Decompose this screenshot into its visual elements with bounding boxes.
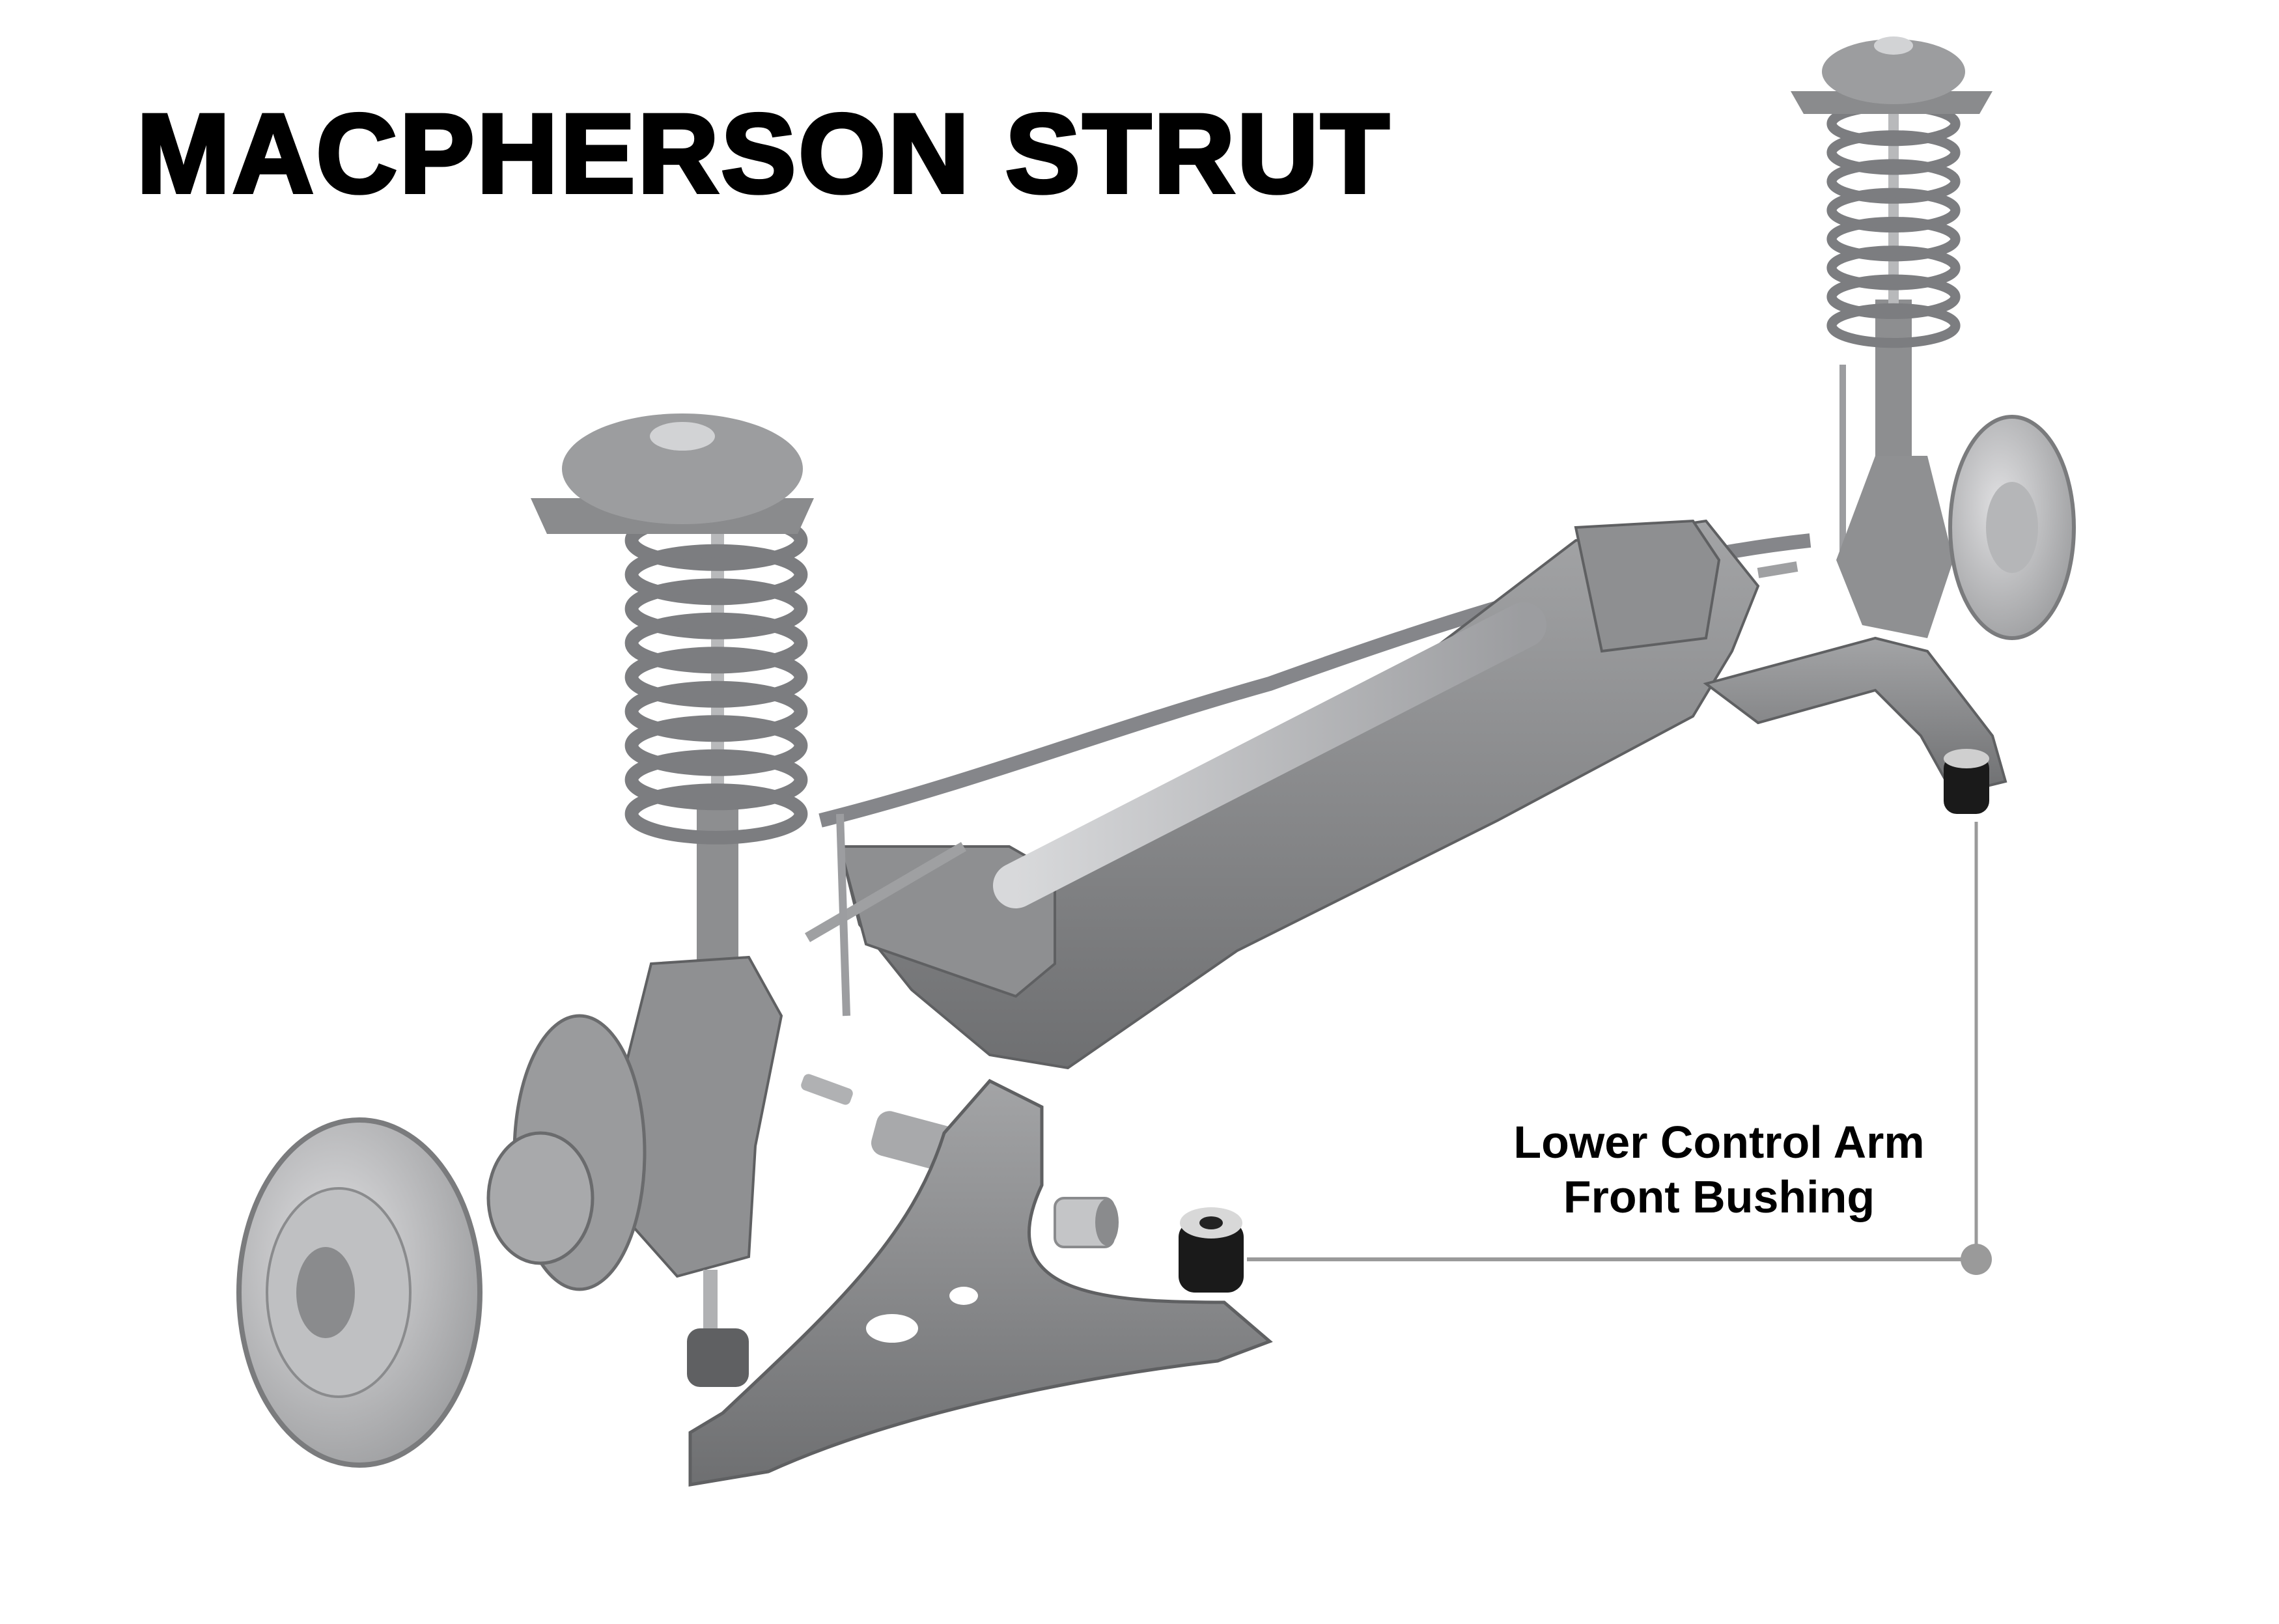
spring-coil <box>1826 216 1961 262</box>
callout-label: Lower Control Arm Front Bushing <box>1485 1115 1953 1224</box>
left-top-mount <box>562 413 803 524</box>
subframe-rear-mount <box>1574 519 1721 653</box>
left-coil-spring <box>624 510 808 845</box>
spring-coil <box>624 544 808 606</box>
right-coil-spring <box>1826 101 1961 348</box>
right-knuckle <box>1836 456 1953 638</box>
spring-coil <box>1826 130 1961 175</box>
ball-joint <box>687 1270 749 1387</box>
tie-rod-left <box>804 842 967 942</box>
bolt <box>801 1074 853 1105</box>
callout-anchor-dot <box>1961 1244 1992 1275</box>
bushing-sleeve <box>1054 1197 1119 1248</box>
spring-coil <box>1826 303 1961 348</box>
wheel-hub <box>486 1131 594 1265</box>
right-arm-bushing <box>1944 749 1989 814</box>
callout-line-2: Front Bushing <box>1563 1171 1875 1222</box>
left-sway-link <box>836 813 850 1016</box>
spring-coil <box>624 783 808 845</box>
steering-rack <box>993 602 1546 908</box>
left-strut-assembly <box>236 413 850 1468</box>
spring-coil <box>624 715 808 776</box>
left-knuckle <box>624 955 783 1278</box>
spring-coil <box>1826 159 1961 204</box>
spring-coil <box>624 578 808 639</box>
spring-coil <box>624 749 808 811</box>
spring-coil <box>624 680 808 742</box>
spring-coil <box>624 647 808 708</box>
spring-coil <box>1826 274 1961 319</box>
spring-coil <box>1826 188 1961 233</box>
control-arm-hole <box>866 1314 918 1343</box>
control-arm-hole <box>949 1287 978 1305</box>
lower-control-arm-front-bushing <box>1179 1207 1244 1293</box>
spring-coil <box>624 612 808 674</box>
callout-line-1: Lower Control Arm <box>1513 1117 1925 1168</box>
left-lower-control-arm <box>688 1078 1273 1487</box>
right-strut-assembly <box>1791 36 2076 640</box>
right-top-mount <box>1822 39 1965 104</box>
tie-rod-right <box>1757 561 1798 578</box>
spring-coil <box>1826 245 1961 290</box>
diagram-title: MACPHERSON STRUT <box>135 91 1392 216</box>
